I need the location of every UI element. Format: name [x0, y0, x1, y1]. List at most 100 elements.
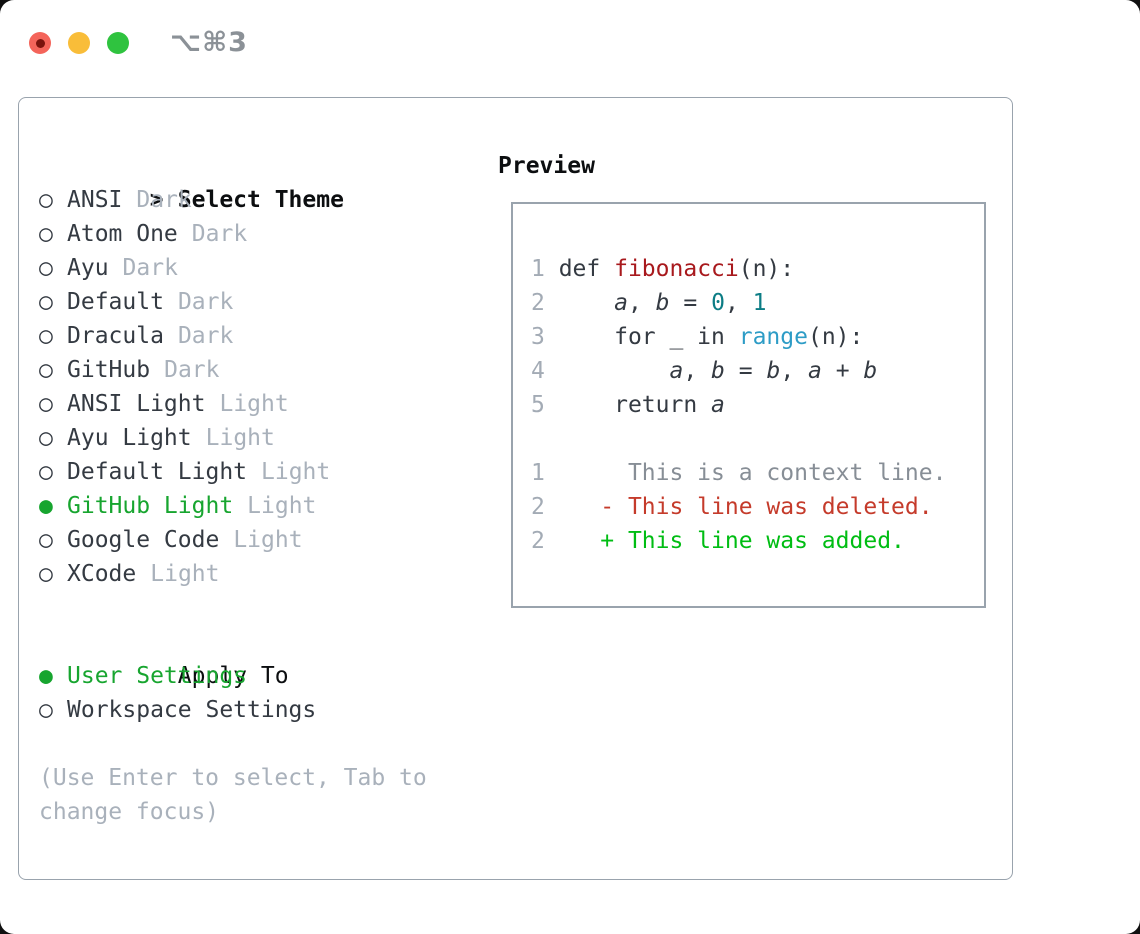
code-token: This is a context line. [544, 460, 947, 486]
prompt-caret-icon: > [149, 187, 164, 213]
theme-name: Ayu Light [67, 425, 192, 451]
preview-line: 2 - This line was deleted. [531, 490, 984, 524]
apply-to-option[interactable]: ●User Settings [39, 659, 498, 693]
code-token: return [544, 392, 712, 418]
radio-unselected-icon: ○ [39, 425, 53, 451]
radio-unselected-icon: ○ [39, 459, 53, 485]
theme-variant: Dark [177, 289, 234, 315]
line-number: 1 [531, 256, 545, 282]
radio-unselected-icon: ○ [39, 697, 53, 723]
code-token: (n): [738, 256, 795, 282]
theme-option[interactable]: ○ XCode Light [39, 557, 498, 591]
radio-unselected-icon: ○ [39, 561, 53, 587]
spacer [39, 591, 498, 625]
line-number: 1 [531, 460, 545, 486]
code-token: b [863, 358, 878, 384]
code-token: def [544, 256, 615, 282]
code-token: 1 [752, 290, 767, 316]
preview-line: 5 return a [531, 388, 984, 422]
theme-option[interactable]: ○ GitHub Dark [39, 353, 498, 387]
code-token: + [821, 358, 864, 384]
preview-line: 2 + This line was added. [531, 524, 984, 558]
theme-name: GitHub [67, 357, 151, 383]
close-button[interactable] [29, 32, 51, 54]
theme-variant: Light [261, 459, 331, 485]
code-token: , [780, 358, 809, 384]
preview-line: 2 a, b = 0, 1 [531, 286, 984, 320]
code-token: b [766, 358, 781, 384]
preview-line: 4 a, b = b, a + b [531, 354, 984, 388]
radio-selected-icon: ● [39, 493, 53, 519]
code-token: (n): [807, 324, 864, 350]
theme-name: Default [67, 289, 164, 315]
traffic-lights [29, 32, 129, 54]
window-title: ⌥⌘3 [170, 27, 248, 58]
theme-name: Dracula [67, 323, 164, 349]
code-token: , [627, 290, 656, 316]
code-token: 0 [711, 290, 725, 316]
preview-header: Preview [498, 153, 595, 179]
code-token: b [655, 290, 670, 316]
select-theme-label: Select Theme [177, 187, 344, 213]
theme-variant: Dark [122, 255, 178, 281]
apply-to-option-label: Workspace Settings [67, 697, 317, 723]
theme-name: GitHub Light [67, 493, 234, 519]
code-token: = [669, 290, 712, 316]
theme-option[interactable]: ○ Ayu Light Light [39, 421, 498, 455]
theme-variant: Dark [177, 323, 234, 349]
theme-name: Default Light [67, 459, 248, 485]
code-token [545, 290, 614, 316]
theme-option[interactable]: ○ Dracula Dark [39, 319, 498, 353]
code-token: a [614, 290, 628, 316]
theme-name: ANSI [67, 187, 123, 213]
theme-option[interactable]: ○ Default Light Light [39, 455, 498, 489]
select-theme-header: > Select Theme [39, 149, 498, 213]
theme-variant: Light [219, 391, 289, 417]
radio-unselected-icon: ○ [39, 357, 53, 383]
titlebar: ⌥⌘3 [29, 26, 248, 60]
theme-variant: Light [233, 527, 303, 553]
theme-variant: Light [205, 425, 275, 451]
theme-variant: Light [150, 561, 220, 587]
theme-name: Atom One [67, 221, 178, 247]
unsaved-changes-dot [35, 38, 45, 48]
theme-variant: Dark [164, 357, 220, 383]
theme-variant: Dark [191, 221, 248, 247]
line-number: 3 [531, 324, 545, 350]
apply-to-option[interactable]: ○ Workspace Settings [39, 693, 498, 727]
theme-name: ANSI Light [67, 391, 206, 417]
keyboard-hint: (Use Enter to select, Tab to change focu… [39, 765, 427, 825]
radio-selected-icon: ● [39, 663, 53, 689]
zoom-button[interactable] [107, 32, 129, 54]
code-token [545, 528, 600, 554]
code-token: for _ in [544, 324, 739, 350]
minimize-button[interactable] [68, 32, 90, 54]
radio-unselected-icon: ○ [39, 255, 53, 281]
preview-line [531, 422, 984, 456]
line-number: 2 [531, 494, 545, 520]
preview-line: 1 def fibonacci(n): [531, 252, 984, 286]
line-number: 5 [531, 392, 545, 418]
apply-to-label: Apply To [177, 663, 289, 689]
radio-unselected-icon: ○ [39, 323, 53, 349]
code-token: fibonacci [614, 256, 739, 282]
code-token: - This line was deleted. [600, 494, 933, 520]
code-token: a [711, 392, 725, 418]
code-token: a [808, 358, 822, 384]
theme-name: Ayu [67, 255, 109, 281]
apply-to-header: Apply To [39, 625, 498, 689]
theme-name: XCode [67, 561, 137, 587]
theme-option[interactable]: ○ Ayu Dark [39, 251, 498, 285]
